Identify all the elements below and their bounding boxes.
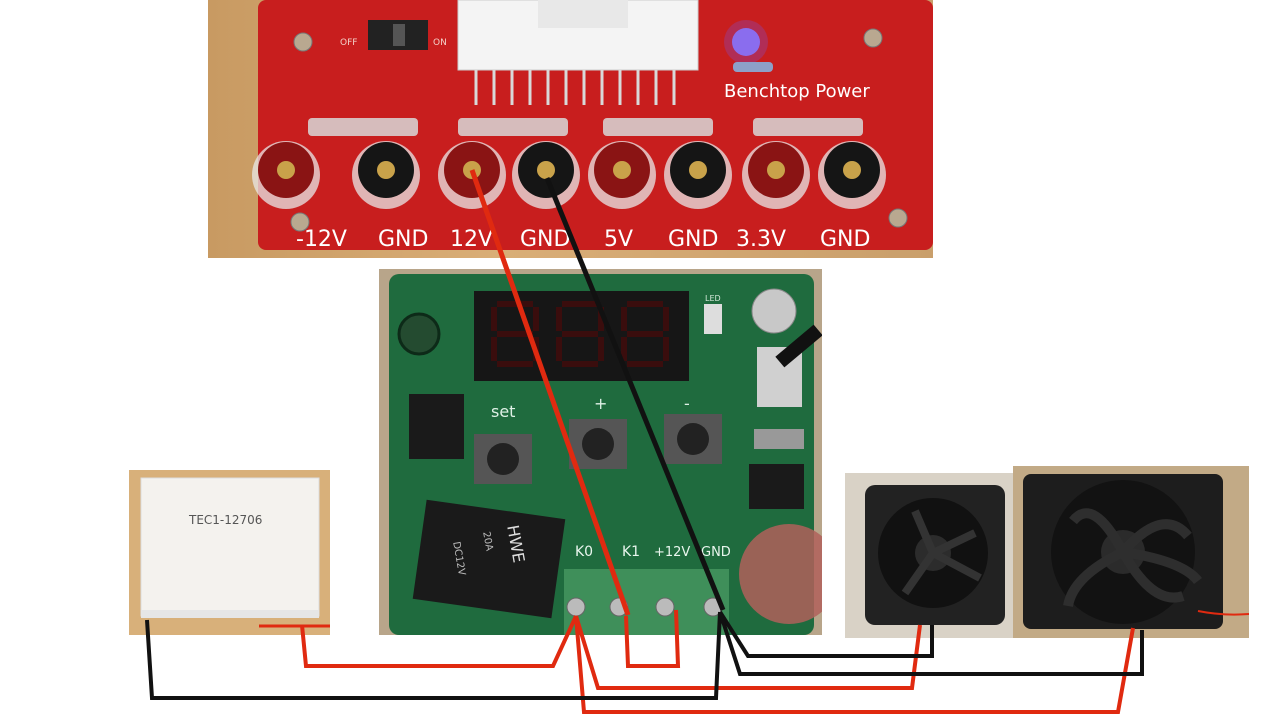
small-fan-photo [845,473,1015,638]
relay: DC12V 20A HWE [412,499,566,619]
large-fan-drawing [1023,474,1249,629]
terminal-label-2: 12V [450,227,493,252]
power-board-drawing: OFF ON Benchtop Power -12V GND 12V GND 5V GND… [252,0,933,252]
display-digit-1 [556,301,604,367]
binding-post-black-7[interactable] [818,141,886,209]
terminal-gnd-label: GND [701,545,731,560]
set-button[interactable] [474,434,532,484]
red-wire-k0-to-large-fan [574,615,1135,714]
binding-post-red-6[interactable] [742,141,810,209]
screw-terminal-block [564,569,729,635]
black-wire-gnd-to-large-fan [718,611,1144,676]
relay-current-label: 20A [480,531,494,552]
peltier-model-label: TEC1-12706 [188,513,262,527]
plus-label: + [594,394,607,413]
binding-post-red-4[interactable] [588,141,656,209]
peltier-drawing: TEC1-12706 [140,477,330,628]
red-wire-k1-to-12v-loop [624,609,681,668]
black-wire-gnd-to-peltier [145,611,722,700]
binding-post-red-0[interactable] [252,141,320,209]
set-label: set [491,402,515,421]
power-switch[interactable] [368,20,428,50]
benchtop-power-label: Benchtop Power [724,81,870,102]
small-fan-drawing [865,485,1005,625]
black-wire-gnd-to-controller-gnd [544,177,726,611]
controller-drawing: LED set + - DC12V 20A HWE [379,269,822,635]
terminal-label-5: GND [668,227,718,252]
terminal-k0-label: K0 [575,544,593,560]
red-wire-12v-to-k1 [469,169,631,616]
minus-label: - [684,394,690,413]
terminal-label-3: GND [520,227,570,252]
atx-connector [457,0,699,105]
display-digit-2 [621,301,669,367]
terminal-12v-label: +12V [654,545,690,560]
terminal-label-4: 5V [604,227,633,252]
thermostat-controller-photo: LED set + - DC12V 20A HWE [379,269,822,635]
black-wire-gnd-to-small-fan [718,610,934,658]
led-label: LED [705,294,721,303]
plus-button[interactable] [569,419,627,469]
power-led [732,28,760,56]
terminal-label-6: 3.3V [736,227,786,252]
terminal-label-7: GND [820,227,870,252]
peltier-module-photo: TEC1-12706 [129,470,330,635]
red-wire-k0-to-peltier [300,615,578,668]
switch-on-label: ON [433,38,447,48]
large-fan-photo [1013,466,1249,638]
binding-post-black-3[interactable] [512,141,580,209]
terminal-label-1: GND [378,227,428,252]
seven-segment-display [474,291,689,381]
terminal-k1-label: K1 [622,544,640,560]
terminal-label-0: -12V [296,227,347,252]
binding-post-black-5[interactable] [664,141,732,209]
switch-off-label: OFF [340,38,357,48]
minus-button[interactable] [664,414,722,464]
benchtop-power-board-photo: OFF ON Benchtop Power -12V GND 12V GND 5V GND… [208,0,933,258]
binding-post-black-1[interactable] [352,141,420,209]
